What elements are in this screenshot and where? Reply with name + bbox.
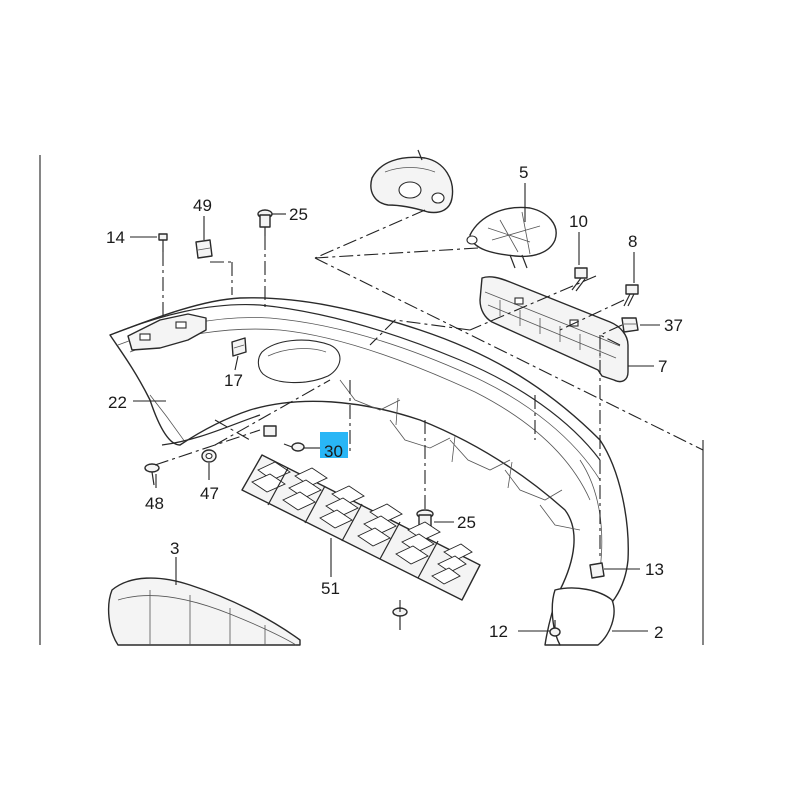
highlight-box-part-30 <box>320 432 348 458</box>
callout-48[interactable]: 48 <box>145 494 164 513</box>
part-14-screw[interactable] <box>158 233 168 252</box>
callout-8[interactable]: 8 <box>628 232 637 251</box>
part-5-fog-lamp-bracket[interactable] <box>370 149 454 214</box>
callout-47[interactable]: 47 <box>200 484 219 503</box>
part-47-nut[interactable] <box>201 449 217 463</box>
callout-13[interactable]: 13 <box>645 560 664 579</box>
part-51-lower-grille[interactable] <box>241 454 481 601</box>
part-12-screw[interactable] <box>549 620 561 637</box>
callout-5[interactable]: 5 <box>519 163 528 182</box>
callout-25-upper[interactable]: 25 <box>289 205 308 224</box>
part-8-screw[interactable] <box>623 284 639 307</box>
part-fog-lamp-cover[interactable] <box>466 206 557 269</box>
part-48-screw[interactable] <box>144 463 160 486</box>
part-25-push-rivet-upper[interactable] <box>257 209 273 236</box>
callout-14[interactable]: 14 <box>106 228 125 247</box>
part-13-clip-nut[interactable] <box>589 562 605 579</box>
part-37-clip-nut[interactable] <box>621 317 639 333</box>
callout-51[interactable]: 51 <box>321 579 340 598</box>
callout-12[interactable]: 12 <box>489 622 508 641</box>
part-3-lower-absorber[interactable] <box>107 577 301 646</box>
callout-10[interactable]: 10 <box>569 212 588 231</box>
bumper-inner-ribs <box>339 379 581 531</box>
assembly-center-lines <box>154 209 704 612</box>
part-10-bolt[interactable] <box>571 267 588 292</box>
callout-22[interactable]: 22 <box>108 393 127 412</box>
grille-mesh <box>251 461 473 585</box>
callout-25-lower[interactable]: 25 <box>457 513 476 532</box>
callout-37[interactable]: 37 <box>664 316 683 335</box>
callout-49[interactable]: 49 <box>193 196 212 215</box>
part-2-bumper-cover[interactable] <box>109 297 629 646</box>
callout-labels: 5 10 8 37 7 49 25 14 17 22 30 48 47 25 3… <box>106 163 683 642</box>
part-22-side-mount-bracket[interactable] <box>127 313 207 351</box>
leader-lines <box>130 183 660 632</box>
callout-3[interactable]: 3 <box>170 539 179 558</box>
part-17-side-bracket[interactable] <box>231 337 247 357</box>
callout-17[interactable]: 17 <box>224 371 243 390</box>
part-49-clip[interactable] <box>195 239 213 259</box>
bumper-mounting-tab[interactable] <box>263 425 277 437</box>
callout-2[interactable]: 2 <box>654 623 663 642</box>
part-30-screw[interactable] <box>283 442 305 452</box>
callout-30[interactable]: 30 <box>324 442 343 461</box>
callout-7[interactable]: 7 <box>658 357 667 376</box>
